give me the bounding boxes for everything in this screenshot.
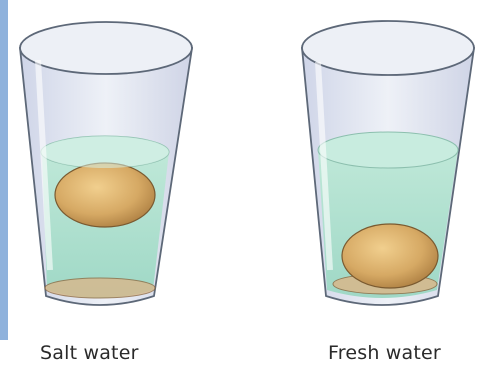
salt-water-glass: [20, 22, 192, 305]
floating-egg: [55, 163, 155, 227]
fresh-water-caption: Fresh water: [328, 342, 441, 364]
egg-experiment-illustration: [0, 0, 481, 340]
sunken-egg: [342, 224, 438, 288]
fresh-water-glass: [302, 21, 474, 305]
salt-water-caption: Salt water: [40, 342, 139, 364]
